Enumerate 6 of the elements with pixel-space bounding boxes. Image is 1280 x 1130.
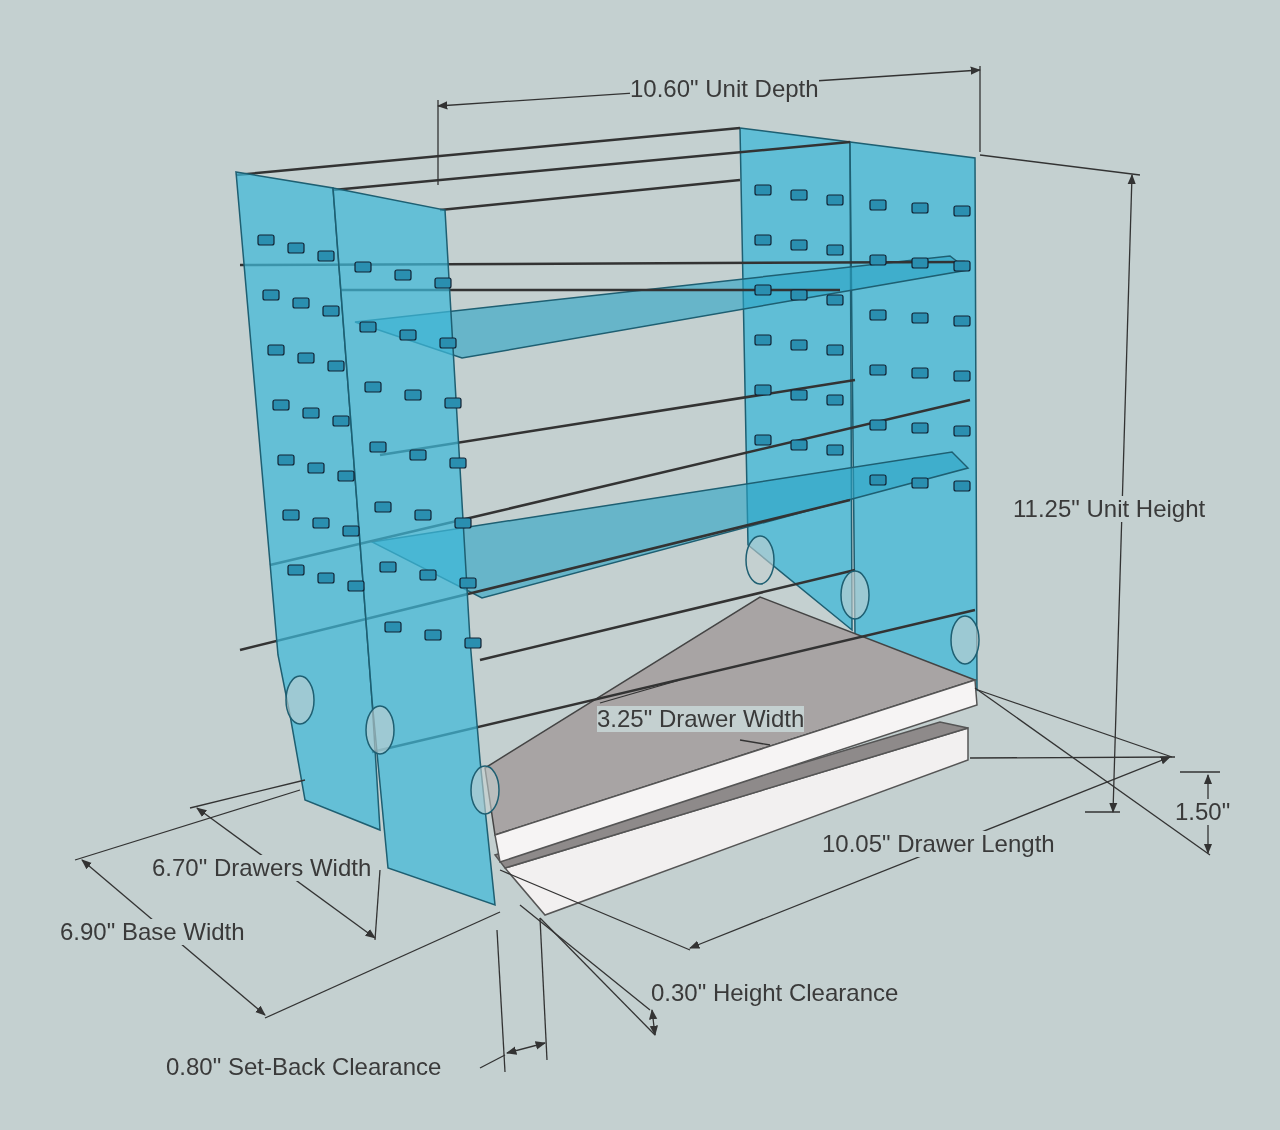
dimension-label: 1.50" — [1175, 799, 1231, 826]
dimension-label: 11.25" Unit Height — [1013, 496, 1206, 523]
dimension-label: 10.05" Drawer Length — [822, 831, 1055, 858]
dimension-label: 6.90" Base Width — [60, 919, 245, 946]
dimension-label: 6.70" Drawers Width — [152, 855, 372, 882]
dimension-label: 3.25" Drawer Width — [597, 706, 805, 733]
